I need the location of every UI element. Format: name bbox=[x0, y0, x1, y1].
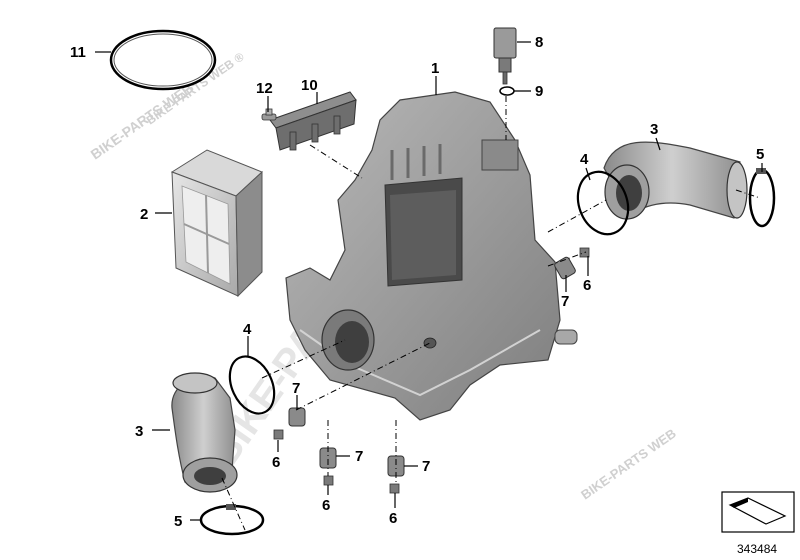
callout-6: 6 bbox=[389, 510, 397, 527]
callout-10: 10 bbox=[301, 77, 318, 94]
intake-boot-right-part bbox=[603, 141, 748, 220]
screw-part bbox=[261, 108, 277, 121]
watermark-text: BIKE-PARTS WEB bbox=[578, 426, 679, 503]
bolt-part bbox=[323, 475, 334, 486]
callout-6: 6 bbox=[322, 497, 330, 514]
clamp-ring-part bbox=[576, 170, 630, 236]
clamp-ring-part bbox=[228, 355, 276, 415]
callout-7: 7 bbox=[561, 293, 569, 310]
intake-boot-left-part bbox=[171, 372, 238, 493]
callout-5: 5 bbox=[756, 146, 764, 163]
callout-2: 2 bbox=[140, 206, 148, 223]
callout-12: 12 bbox=[256, 80, 273, 97]
callout-6: 6 bbox=[583, 277, 591, 294]
sensor-part bbox=[493, 27, 517, 85]
callout-9: 9 bbox=[535, 83, 543, 100]
callout-7: 7 bbox=[292, 380, 300, 397]
diagram-id: 343484 bbox=[737, 542, 777, 556]
rubber-mount-part bbox=[288, 407, 306, 427]
assembly-lines bbox=[221, 96, 761, 531]
orientation-box: 343484 bbox=[721, 491, 795, 556]
hose-clamp-part bbox=[748, 168, 776, 228]
rubber-mount-part bbox=[554, 256, 576, 280]
callout-6: 6 bbox=[272, 454, 280, 471]
callout-3: 3 bbox=[135, 423, 143, 440]
callout-4: 4 bbox=[243, 321, 252, 338]
callout-3: 3 bbox=[650, 121, 658, 138]
air-filter-housing-part bbox=[285, 91, 578, 421]
bracket-part bbox=[269, 91, 357, 151]
callout-11: 11 bbox=[70, 44, 86, 61]
seal-ring-part bbox=[499, 86, 515, 96]
callout-4: 4 bbox=[580, 151, 589, 168]
bolt-part bbox=[579, 247, 590, 258]
hose-clamp-part bbox=[199, 504, 265, 536]
bolt-part bbox=[389, 483, 400, 494]
callouts: 11 1 2 10 12 8 9 3 4 5 7 6 4 3 5 7 6 7 6… bbox=[70, 34, 764, 530]
leader-lines bbox=[95, 41, 763, 521]
callout-5: 5 bbox=[174, 513, 182, 530]
callout-7: 7 bbox=[422, 458, 430, 475]
callout-7: 7 bbox=[355, 448, 363, 465]
bolt-part bbox=[273, 429, 284, 440]
filter-element-part bbox=[170, 149, 263, 298]
o-ring-part bbox=[109, 29, 217, 91]
callout-1: 1 bbox=[431, 60, 439, 77]
callout-8: 8 bbox=[535, 34, 543, 51]
